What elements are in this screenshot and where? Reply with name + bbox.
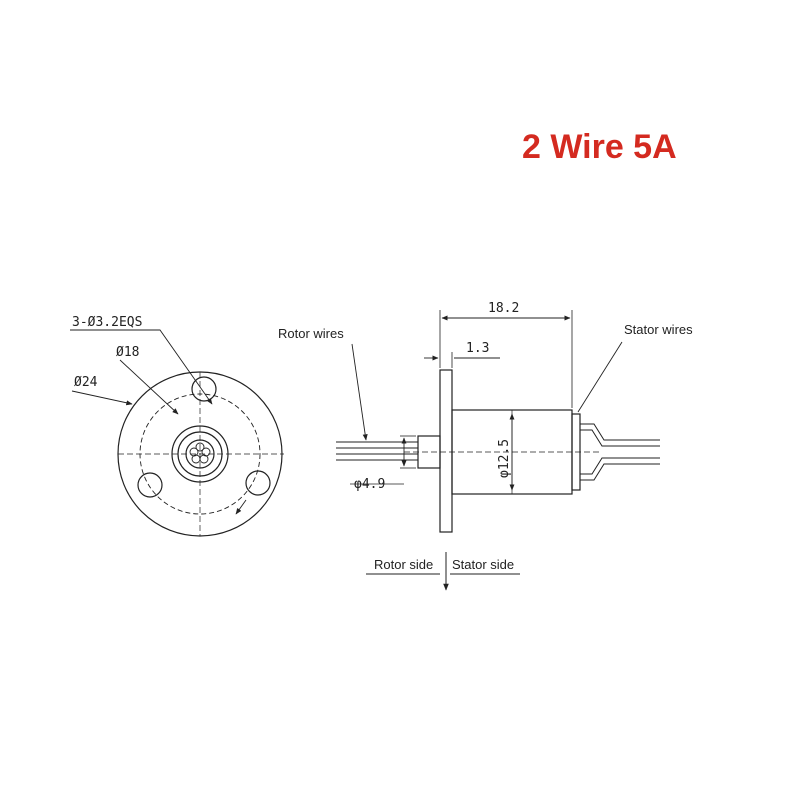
rotor-wires-label: Rotor wires bbox=[278, 326, 344, 341]
hole-top bbox=[191, 376, 217, 402]
rotor-wires bbox=[336, 441, 418, 461]
hole-left bbox=[137, 472, 163, 498]
pcd-label: Ø18 bbox=[116, 345, 139, 360]
outer-label: Ø24 bbox=[74, 375, 98, 390]
side-view bbox=[336, 310, 660, 591]
diagram-title: 2 Wire 5A bbox=[522, 128, 677, 166]
flange-label: 1.3 bbox=[466, 341, 489, 356]
stator-wires-leader bbox=[577, 341, 623, 413]
stator-wires-label: Stator wires bbox=[624, 322, 693, 337]
rotor-side-label: Rotor side bbox=[374, 557, 433, 572]
pcd-leader-2 bbox=[235, 499, 247, 515]
outer-leader bbox=[71, 390, 133, 406]
body-label: φ12.5 bbox=[497, 439, 512, 478]
holes-leader bbox=[70, 329, 213, 405]
stator-wires bbox=[580, 423, 660, 481]
holes-label: 3-Ø3.2EQS bbox=[72, 315, 142, 330]
stator-side-label: Stator side bbox=[452, 557, 514, 572]
rotor-wires-leader bbox=[351, 343, 368, 441]
pcd-leader bbox=[119, 359, 179, 415]
shaft-label: φ4.9 bbox=[354, 477, 385, 492]
hole-right bbox=[245, 470, 271, 496]
length-label: 18.2 bbox=[488, 301, 519, 316]
front-view bbox=[70, 329, 284, 537]
flange-plate bbox=[439, 369, 453, 533]
